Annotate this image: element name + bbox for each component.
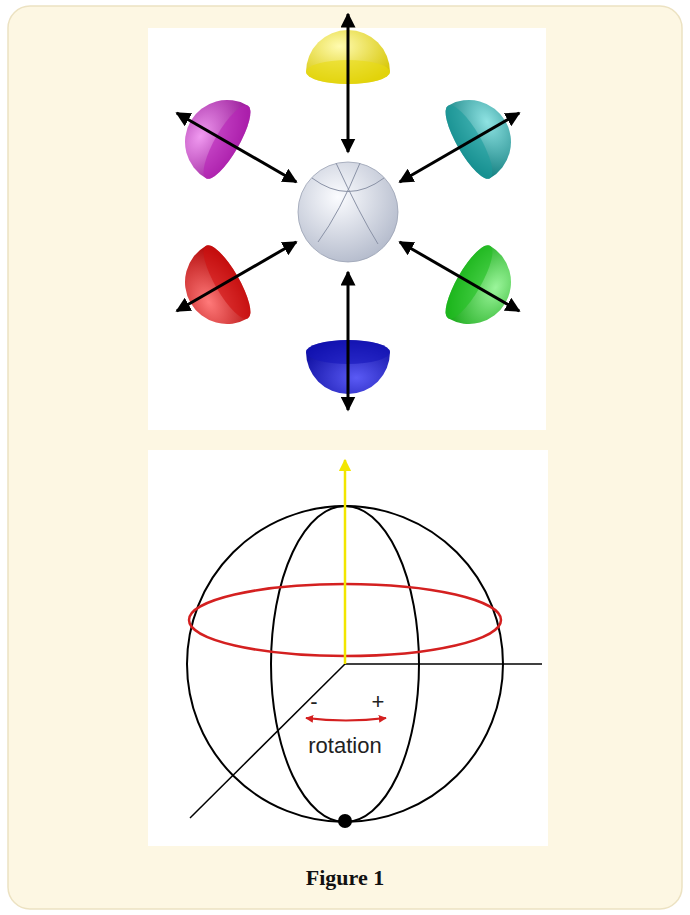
green-hemisphere	[379, 206, 541, 348]
bottom-panel	[148, 450, 548, 846]
card-background	[8, 6, 682, 909]
rotation-label: rotation	[306, 734, 383, 758]
yellow-axis-arrow	[344, 460, 347, 664]
central-sphere	[298, 162, 398, 262]
magenta-hemisphere	[156, 77, 318, 219]
wireframe-sphere	[187, 460, 542, 828]
figure-caption: Figure 1	[306, 865, 384, 891]
red-hemisphere	[156, 206, 318, 348]
cyan-hemisphere	[379, 77, 541, 219]
yellow-hemisphere	[306, 14, 390, 152]
x-axis	[345, 663, 542, 665]
plus-sign: +	[370, 690, 387, 714]
blue-hemisphere	[306, 272, 390, 410]
rotation-arrow	[306, 718, 386, 721]
pole-dot	[338, 814, 352, 828]
minus-sign: -	[308, 690, 319, 714]
